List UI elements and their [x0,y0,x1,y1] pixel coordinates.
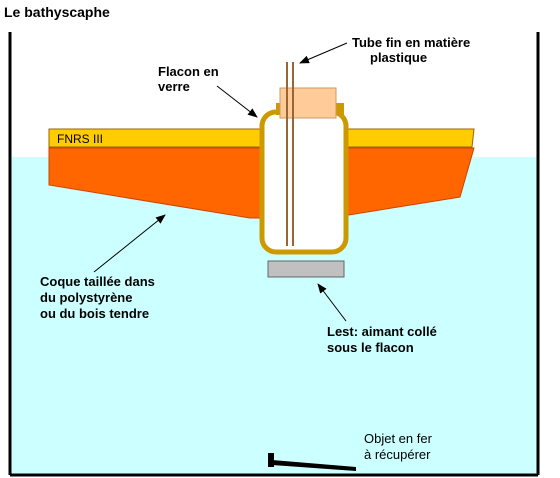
plastic-tube [286,62,294,246]
svg-text:verre: verre [158,79,190,94]
deck-label: FNRS III [57,132,103,146]
svg-text:Coque taillée dans: Coque taillée dans [40,274,155,289]
ballast-magnet [267,260,345,278]
svg-text:Objet en fer: Objet en fer [364,431,433,446]
tank [8,32,540,477]
arrow-icon [216,85,258,118]
svg-text:Tube fin en matière: Tube fin en matière [352,35,470,50]
label-lest: Lest: aimant collé sous le flacon [327,324,437,355]
svg-text:Flacon en: Flacon en [158,64,219,79]
svg-text:ou du bois tendre: ou du bois tendre [40,306,149,321]
bottle [259,103,349,255]
label-flacon: Flacon en verre [158,64,219,94]
svg-text:plastique: plastique [370,50,427,65]
label-objet: Objet en fer à récupérer [364,431,433,462]
svg-text:du polystyrène: du polystyrène [40,290,132,305]
arrow-icon [93,214,166,273]
diagram-title: Le bathyscaphe [4,4,110,20]
iron-object-icon [268,453,356,471]
arrow-icon [299,42,348,64]
arrow-icon [317,283,347,322]
label-coque: Coque taillée dans du polystyrène ou du … [40,274,155,321]
label-tube: Tube fin en matière plastique [352,35,470,65]
svg-text:à récupérer: à récupérer [364,447,431,462]
svg-text:Lest: aimant collé: Lest: aimant collé [327,324,437,339]
stopper [279,87,337,119]
svg-text:sous le flacon: sous le flacon [327,340,414,355]
